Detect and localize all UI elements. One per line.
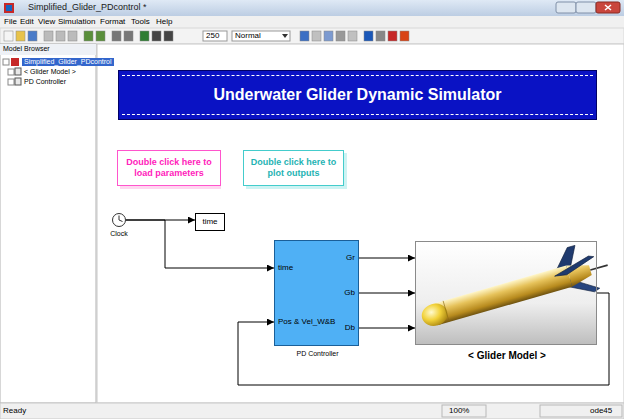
menu-item: Format xyxy=(100,17,125,26)
status-cell xyxy=(540,405,622,417)
plot-outputs-button: Double click here to plot outputs xyxy=(243,150,344,186)
toolbar-icons xyxy=(4,31,409,41)
toolbar-icon xyxy=(336,31,345,41)
node-text: time xyxy=(202,217,217,227)
clock-face xyxy=(113,214,126,227)
stop-time-value: 250 xyxy=(206,31,219,40)
menu-item: View xyxy=(38,17,55,26)
status-text: Ready xyxy=(3,406,26,415)
status-bar xyxy=(0,403,624,419)
toolbar-icon xyxy=(16,31,25,41)
menu-item: Edit xyxy=(20,17,34,26)
port-label: Db xyxy=(345,324,355,333)
clock-block: Clock xyxy=(112,213,126,227)
toolbar xyxy=(0,28,624,44)
block-name: PD Controller xyxy=(255,350,380,358)
glider-model-block: < Glider Model > xyxy=(415,241,597,345)
toolbar-icon xyxy=(112,31,121,41)
tree-expander xyxy=(8,69,14,75)
window-title: Simplified_Glider_PDcontrol * xyxy=(28,2,147,12)
block-name: < Glider Model > xyxy=(416,350,598,361)
toolbar-icon xyxy=(44,31,53,41)
model-browser-header xyxy=(0,44,96,55)
model-icon xyxy=(11,58,19,66)
glider-hull xyxy=(432,266,573,326)
menu-item: Help xyxy=(156,17,172,26)
toolbar-icon xyxy=(68,31,77,41)
signal-line xyxy=(359,293,415,294)
to-workspace-block: time xyxy=(195,213,225,231)
simulation-mode: Normal xyxy=(235,31,261,40)
maximize-button xyxy=(576,2,596,13)
signal-line xyxy=(359,328,415,329)
toolbar-icon xyxy=(96,31,105,41)
zoom-level: 100% xyxy=(449,406,469,415)
pane-header: Model Browser xyxy=(3,45,50,53)
toolbar-icon xyxy=(164,31,173,41)
tree-expander xyxy=(3,59,9,65)
toolbar-icon xyxy=(300,31,309,41)
toolbar-icon xyxy=(312,31,321,41)
tree-item: PD Controller xyxy=(24,78,66,86)
app-icon xyxy=(4,3,14,13)
toolbar-icon xyxy=(124,31,133,41)
pd-controller-block: timeGrGbDbPos & Vel_W&BPD Controller xyxy=(274,240,359,346)
status-cell xyxy=(442,405,486,417)
dropdown-arrow xyxy=(282,34,288,38)
port-label: time xyxy=(278,264,293,273)
hull-seam xyxy=(443,301,449,322)
port-label: Gr xyxy=(346,254,355,263)
title-bar xyxy=(0,0,624,16)
toolbar-icon xyxy=(388,31,397,41)
close-button xyxy=(596,2,620,13)
mode-dropdown xyxy=(232,31,290,41)
tree-item: Simplified_Glider_PDcontrol xyxy=(22,58,114,66)
toolbar-icon xyxy=(56,31,65,41)
toolbar-icon xyxy=(4,31,13,41)
glider-picture-ground xyxy=(415,241,597,345)
glider-nose xyxy=(419,301,450,329)
model-browser-pane xyxy=(0,44,96,403)
load-parameters-button: Double click here to load parameters xyxy=(117,150,221,186)
port-label: Pos & Vel_W&B xyxy=(278,318,335,327)
title-banner: Underwater Glider Dynamic Simulator xyxy=(118,70,597,120)
menu-item: Tools xyxy=(131,17,150,26)
node-text: Double click here to load parameters xyxy=(121,157,217,179)
menu-item: Simulation xyxy=(58,17,95,26)
port-label: Gb xyxy=(344,289,355,298)
close-cross xyxy=(605,5,611,10)
app-icon xyxy=(6,5,12,11)
menu-item: File xyxy=(4,17,17,26)
antenna xyxy=(590,265,607,270)
stop-time-field xyxy=(203,31,227,41)
tree-item: < Glider Model > xyxy=(24,68,76,76)
tree-expander xyxy=(8,79,14,85)
subsystem-icon xyxy=(15,68,21,75)
toolbar-icon xyxy=(364,31,373,41)
wing xyxy=(552,255,597,278)
toolbar-icon xyxy=(140,31,149,41)
node-text: Underwater Glider Dynamic Simulator xyxy=(213,85,501,104)
signal-line xyxy=(359,258,415,259)
minimize-button xyxy=(556,2,576,13)
menu-bar xyxy=(0,16,624,28)
toolbar-icon xyxy=(84,31,93,41)
toolbar-icon xyxy=(152,31,161,41)
clock-hands xyxy=(119,216,123,222)
block-name: Clock xyxy=(100,230,138,238)
node-text: Double click here to plot outputs xyxy=(247,157,340,179)
toolbar-icon xyxy=(400,31,409,41)
model-canvas xyxy=(97,44,624,403)
subsystem-icon xyxy=(15,78,21,85)
toolbar-icon xyxy=(376,31,385,41)
toolbar-icon xyxy=(348,31,357,41)
toolbar-icon xyxy=(324,31,333,41)
glider-illustration xyxy=(414,238,613,339)
toolbar-icon xyxy=(28,31,37,41)
solver-name: ode45 xyxy=(590,406,612,415)
